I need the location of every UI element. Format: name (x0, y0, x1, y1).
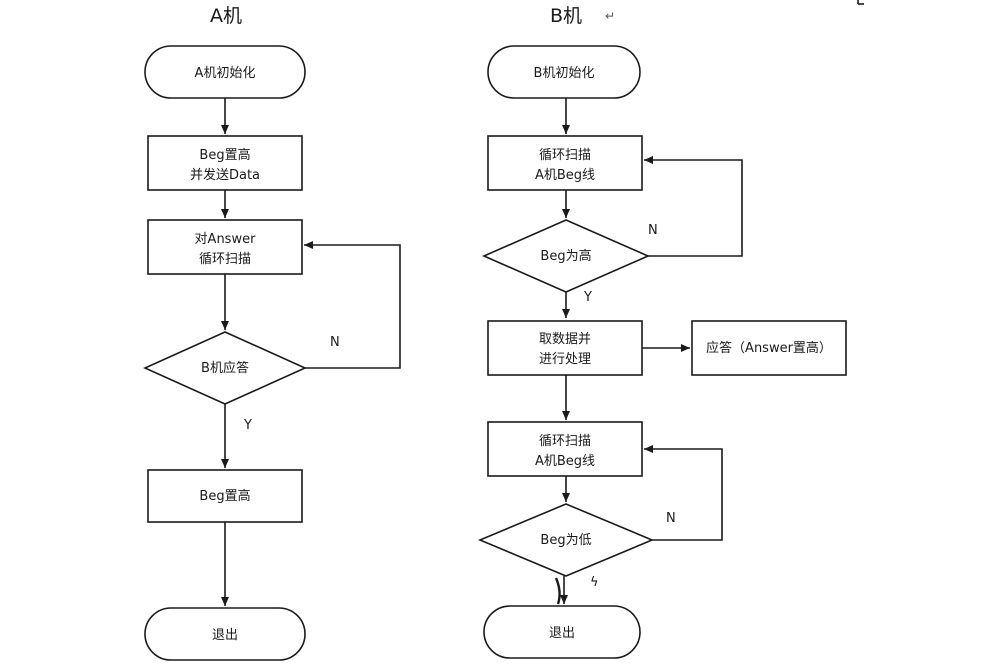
b-scan-beg-1-line1: 循环扫描 (539, 148, 591, 163)
b-scan-beg-1-line2: A机Beg线 (535, 168, 595, 183)
a-start-label: A机初始化 (195, 66, 256, 81)
flow-b: B机初始化 循环扫描 A机Beg线 Beg为高 N Y 取数据并 进行处理 应答… (477, 45, 847, 659)
a-send-data-line2: 并发送Data (190, 167, 260, 183)
b-scan-beg-2-line1: 循环扫描 (539, 434, 591, 449)
b-edge-no-loop-2 (644, 445, 723, 541)
title-a-machine: A机 (210, 5, 242, 27)
a-exit-terminal (144, 607, 306, 661)
b2-yes-label: ϟ (590, 575, 599, 590)
flow-a: A机初始化 Beg置高 并发送Data 对Answer 循环扫描 B机应答 N … (143, 45, 401, 661)
b-start-label: B机初始化 (534, 66, 595, 81)
b-scan-beg-2-line2: A机Beg线 (535, 454, 595, 469)
a-beg-high-label: Beg置高 (199, 488, 250, 504)
b-fetch-process-line1: 取数据并 (539, 332, 591, 347)
a-exit-label: 退出 (212, 628, 238, 643)
b-answer-high-label: 应答（Answer置高） (706, 340, 832, 356)
a-decision-b-ack-label: B机应答 (201, 360, 249, 376)
b-scan-beg-box-1 (487, 135, 643, 191)
b-fetch-process-box (487, 320, 643, 376)
b-scan-beg-box-2 (487, 421, 643, 477)
a-scan-answer-line2: 循环扫描 (199, 252, 251, 267)
b-start-terminal (487, 45, 641, 99)
a-edge-no-loop (304, 241, 401, 369)
b2-no-label: N (666, 511, 676, 526)
b1-no-label: N (648, 223, 658, 238)
b-answer-high-box (691, 320, 847, 376)
b-exit-label: 退出 (549, 626, 575, 641)
b-fetch-process-line2: 进行处理 (539, 352, 591, 367)
b-edge-scan-artifact (554, 577, 561, 605)
b-decision-beg-low-diamond (477, 503, 655, 577)
a-scan-answer-box (147, 219, 303, 275)
a-scan-answer-line1: 对Answer (195, 232, 257, 247)
b-exit-terminal (483, 605, 641, 659)
b1-yes-label: Y (583, 290, 592, 305)
a-send-data-line1: Beg置高 (199, 147, 250, 163)
b-decision-beg-low-label: Beg为低 (540, 533, 591, 548)
a-no-label: N (330, 335, 340, 350)
a-yes-label: Y (243, 418, 252, 433)
b-decision-beg-high-label: Beg为高 (540, 248, 591, 264)
title-b-machine: B机 (550, 5, 582, 27)
b-edge-no-loop-1 (644, 156, 743, 257)
paragraph-mark: ↵ (605, 9, 615, 23)
